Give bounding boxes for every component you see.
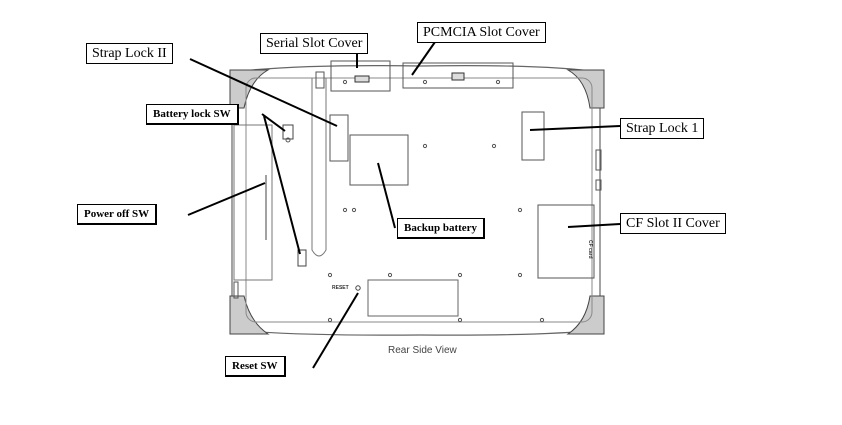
cf-slot-2-cover-label: CF Slot II Cover (620, 213, 726, 234)
power-off-sw-label: Power off SW (77, 204, 157, 225)
serial-slot-cover-label: Serial Slot Cover (260, 33, 368, 54)
battery-lock-sw-label: Battery lock SW (146, 104, 239, 125)
leader-battery-lock-b (264, 116, 300, 254)
leader-backup-battery (378, 163, 395, 228)
pcmcia-slot-cover-label: PCMCIA Slot Cover (417, 22, 546, 43)
rear-side-view-caption: Rear Side View (388, 345, 457, 356)
reset-sw-label: Reset SW (225, 356, 286, 377)
leader-reset-sw (313, 293, 358, 368)
strap-lock-2-label: Strap Lock II (86, 43, 173, 64)
reset-printed-text: RESET (332, 285, 349, 291)
cf-card-printed-text: CF card (587, 240, 593, 259)
backup-battery-label: Backup battery (397, 218, 485, 239)
leader-pcmcia-slot-cover (412, 42, 435, 75)
strap-lock-1-label: Strap Lock 1 (620, 118, 704, 139)
leader-power-off-sw (188, 183, 265, 215)
